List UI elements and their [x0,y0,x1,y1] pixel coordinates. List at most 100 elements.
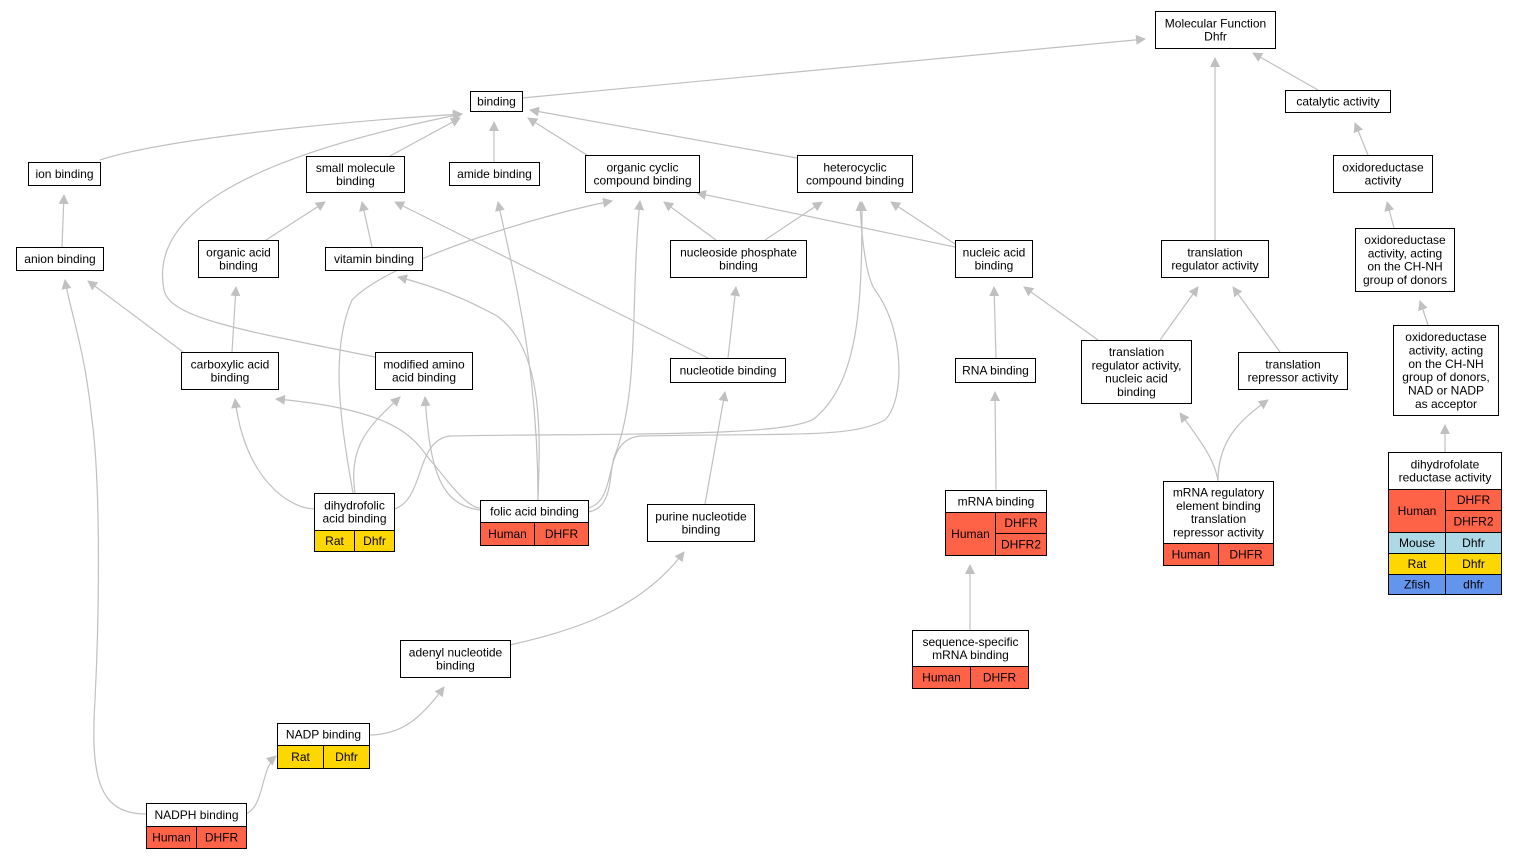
go-term-label: sequence-specific [922,635,1018,649]
go-term-label: small molecule [316,161,396,175]
go-term-label: mRNA regulatory [1173,485,1264,499]
go-term-label: catalytic activity [1296,95,1379,109]
go-term-label: translation [1191,512,1246,526]
gene-label: DHFR [545,527,579,541]
go-term-label: NADP binding [286,728,361,742]
go-term-box [1081,340,1192,404]
gene-label: Dhfr [1462,536,1485,550]
species-label: Rat [291,750,310,764]
go-term-amide-binding[interactable]: amide binding [449,162,540,186]
edge-nucleotide-binding [727,286,740,359]
go-term-binding[interactable]: binding [470,91,523,112]
go-term-label: binding [211,371,250,385]
go-term-box [1333,155,1433,193]
edge-mrna-regulatory [1217,399,1269,482]
go-term-label: on the CH-NH [1408,357,1483,371]
go-term-label: modified amino [383,357,465,371]
go-term-box [1285,90,1391,113]
go-term-label: organic acid [206,245,271,259]
go-term-label: carboxylic acid [191,357,270,371]
edge-binding [521,34,1146,99]
go-term-label: regulator activity, [1092,358,1182,372]
edge-translation-repressor [1232,286,1281,353]
species-label: Human [922,671,961,685]
go-term-catalytic-activity[interactable]: catalytic activity [1285,90,1391,113]
go-term-label: regulator activity [1171,259,1258,273]
go-term-label: mRNA binding [958,495,1035,509]
edge-folic-acid [587,200,645,513]
go-term-label: element binding [1176,499,1261,513]
go-term-label: mRNA binding [932,648,1009,662]
species-label: Zfish [1404,578,1430,592]
edge-dihydrofolic [353,396,401,494]
species-label: Human [1172,548,1211,562]
go-term-label: NAD or NADP [1408,384,1484,398]
go-term-label: heterocyclic [823,160,886,174]
go-term-rna-binding[interactable]: RNA binding [955,358,1036,383]
go-term-vitamin-binding[interactable]: vitamin binding [325,247,423,271]
gene-label: DHFR [205,831,239,845]
go-term-box [470,91,523,112]
go-term-label: activity, acting [1409,343,1483,357]
go-term-box [1388,452,1502,490]
species-label: Human [152,831,191,845]
go-term-label: binding [1117,385,1156,399]
gene-label: Dhfr [335,750,358,764]
go-term-label: purine nucleotide [655,509,747,523]
go-term-label: binding [719,259,758,273]
edge-dihydrofolic [231,398,316,510]
go-term-box [306,156,405,193]
edge-carboxylic-acid [230,286,241,353]
go-term-anion-binding[interactable]: anion binding [16,247,104,271]
edge-rna-binding [989,286,1000,359]
edge-organic-cyclic [527,117,591,158]
go-term-box [1355,228,1455,292]
go-term-label: RNA binding [962,364,1029,378]
gene-cell [970,666,1029,689]
species-label: Human [488,527,527,541]
go-term-ion-binding[interactable]: ion binding [28,162,101,186]
go-term-box [400,640,511,678]
go-term-label: binding [477,95,516,109]
go-term-nucleotide-binding[interactable]: nucleotide binding [670,358,786,383]
edge-adenyl-nucleotide [509,551,685,646]
edge-nucleic-acid-binding [890,201,956,245]
go-term-box [955,240,1033,278]
edge-dihydrofolic [338,197,613,494]
edge-nadph-binding [245,755,277,815]
edge-nucleic-acid-binding [696,189,956,248]
species-label: Rat [325,534,344,548]
edge-vitamin-binding [359,201,373,248]
gene-label: DHFR2 [1001,538,1041,552]
edges [58,34,1450,815]
